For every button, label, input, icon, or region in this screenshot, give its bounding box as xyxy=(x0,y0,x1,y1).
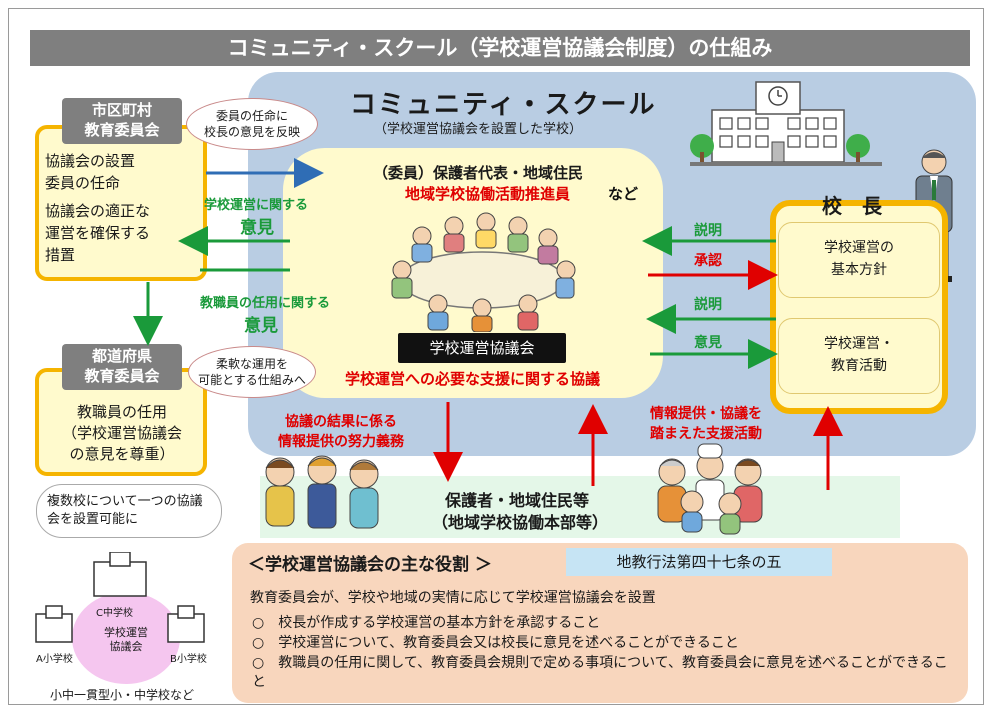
city-duty-3: 協議会の適正な xyxy=(45,202,151,220)
guardians-text: 保護者・地域住民等 （地域学校協働本部等） xyxy=(432,490,609,534)
explain-label-1: 説明 xyxy=(694,223,722,239)
basic-policy-box: 学校運営の 基本方針 xyxy=(778,222,940,298)
approve-label: 承認 xyxy=(694,253,722,269)
community-school-subtitle: （学校運営協議会を設置した学校） xyxy=(374,122,583,137)
school-building-icon xyxy=(690,81,882,166)
joint-council-label: 学校運営 協議会 xyxy=(104,626,148,654)
council-members-suffix: など xyxy=(608,185,639,203)
support-line1: 情報提供・協議を xyxy=(650,406,762,422)
support-activity-text: 情報提供・協議を 踏まえた支援活動 xyxy=(650,404,762,444)
role-item: ○ 学校運営について、教育委員会又は校長に意見を述べることができること xyxy=(252,635,739,651)
joint-council-line1: 学校運営 xyxy=(104,626,148,639)
activity-line2: 教育活動 xyxy=(831,358,887,374)
community-members-illustration xyxy=(657,443,763,535)
appoint-bubble-line2: 校長の意見を反映 xyxy=(203,125,300,139)
school-buildings-icon xyxy=(35,552,205,643)
roles-lead: 教育委員会が、学校や地域の実情に応じて学校運営協議会を設置 xyxy=(250,590,656,606)
roles-title: ＜学校運営協議会の主な役割 ＞ xyxy=(248,555,492,575)
city-duty-5: 措置 xyxy=(45,246,76,264)
pref-duty-2: （学校運営協議会 xyxy=(61,424,182,442)
role-item: ○ 校長が作成する学校運営の基本方針を承認すること xyxy=(252,615,601,631)
appoint-bubble-line1: 委員の任命に xyxy=(215,109,288,123)
guardians-line1: 保護者・地域住民等 xyxy=(444,491,589,510)
pref-board-header: 都道府県 教育委員会 xyxy=(62,344,182,390)
page-title: コミュニティ・スクール（学校運営協議会制度）の仕組み xyxy=(30,30,970,66)
city-board-head-line1: 市区町村 xyxy=(91,101,152,119)
info-duty-text: 協議の結果に係る 情報提供の努力義務 xyxy=(278,412,404,452)
city-board-duties: 協議会の設置 委員の任命 協議会の適正な 運営を確保する 措置 xyxy=(45,150,150,266)
explain-label-2: 説明 xyxy=(694,297,722,313)
multi-school-bubble: 複数校について一つの協議会を設置可能に xyxy=(36,484,222,538)
pref-board-head-line1: 都道府県 xyxy=(91,347,152,365)
council-label: 学校運営協議会 xyxy=(398,333,566,363)
school-opinion-big: 意見 xyxy=(240,218,274,238)
b-school-label: B小学校 xyxy=(170,654,207,665)
guardians-line2: （地域学校協働本部等） xyxy=(432,513,609,532)
c-school-label: C中学校 xyxy=(96,608,133,619)
info-duty-line1: 協議の結果に係る xyxy=(285,414,397,430)
education-activity-box: 学校運営・ 教育活動 xyxy=(778,318,940,394)
community-school-title: コミュニティ・スクール xyxy=(350,90,657,120)
flexible-bubble-line2: 可能とする仕組みへ xyxy=(198,373,306,387)
city-duty-4: 運営を確保する xyxy=(45,224,151,242)
outer-frame xyxy=(8,8,984,705)
staff-opinion-big: 意見 xyxy=(244,316,278,336)
policy-line1: 学校運営の xyxy=(824,240,894,256)
pref-duty-1: 教職員の任用 xyxy=(76,403,167,421)
flexible-bubble: 柔軟な運用を 可能とする仕組みへ xyxy=(188,346,316,398)
principal-title: 校長 xyxy=(822,194,902,218)
city-duty-2: 委員の任命 xyxy=(45,174,121,192)
residents-illustration xyxy=(265,455,379,529)
school-opinion-label: 学校運営に関する xyxy=(204,198,309,213)
a-school-label: A小学校 xyxy=(36,654,73,665)
opinion-label: 意見 xyxy=(694,335,722,351)
pref-board-head-line2: 教育委員会 xyxy=(84,367,160,385)
policy-line2: 基本方針 xyxy=(831,262,887,278)
city-duty-1: 協議会の設置 xyxy=(45,152,136,170)
pref-board-duties: 教職員の任用 （学校運営協議会 の意見を尊重） xyxy=(44,402,200,465)
role-item: ○ 教職員の任用に関して、教育委員会規則で定める事項について、教育委員会に意見を… xyxy=(252,655,948,690)
appoint-bubble: 委員の任命に 校長の意見を反映 xyxy=(186,98,318,150)
meeting-illustration xyxy=(391,212,576,332)
council-members: （委員）保護者代表・地域住民 xyxy=(373,164,584,182)
joint-council-line2: 協議会 xyxy=(109,640,143,653)
info-duty-line2: 情報提供の努力義務 xyxy=(278,434,404,450)
city-board-header: 市区町村 教育委員会 xyxy=(62,98,182,144)
pref-duty-3: の意見を尊重） xyxy=(69,445,175,463)
joint-council-circle xyxy=(72,592,180,684)
support-line2: 踏まえた支援活動 xyxy=(650,426,762,442)
city-board-head-line2: 教育委員会 xyxy=(84,121,160,139)
flexible-bubble-line1: 柔軟な運用を xyxy=(215,357,288,371)
integrated-school-caption: 小中一貫型小・中学校など xyxy=(50,688,195,702)
law-reference: 地教行法第四十七条の五 xyxy=(566,548,832,576)
staff-opinion-label: 教職員の任用に関する xyxy=(200,296,331,311)
council-coordinator: 地域学校協働活動推進員 xyxy=(405,185,571,203)
activity-line1: 学校運営・ xyxy=(824,336,894,352)
council-support-discussion: 学校運営への必要な支援に関する協議 xyxy=(345,370,601,388)
